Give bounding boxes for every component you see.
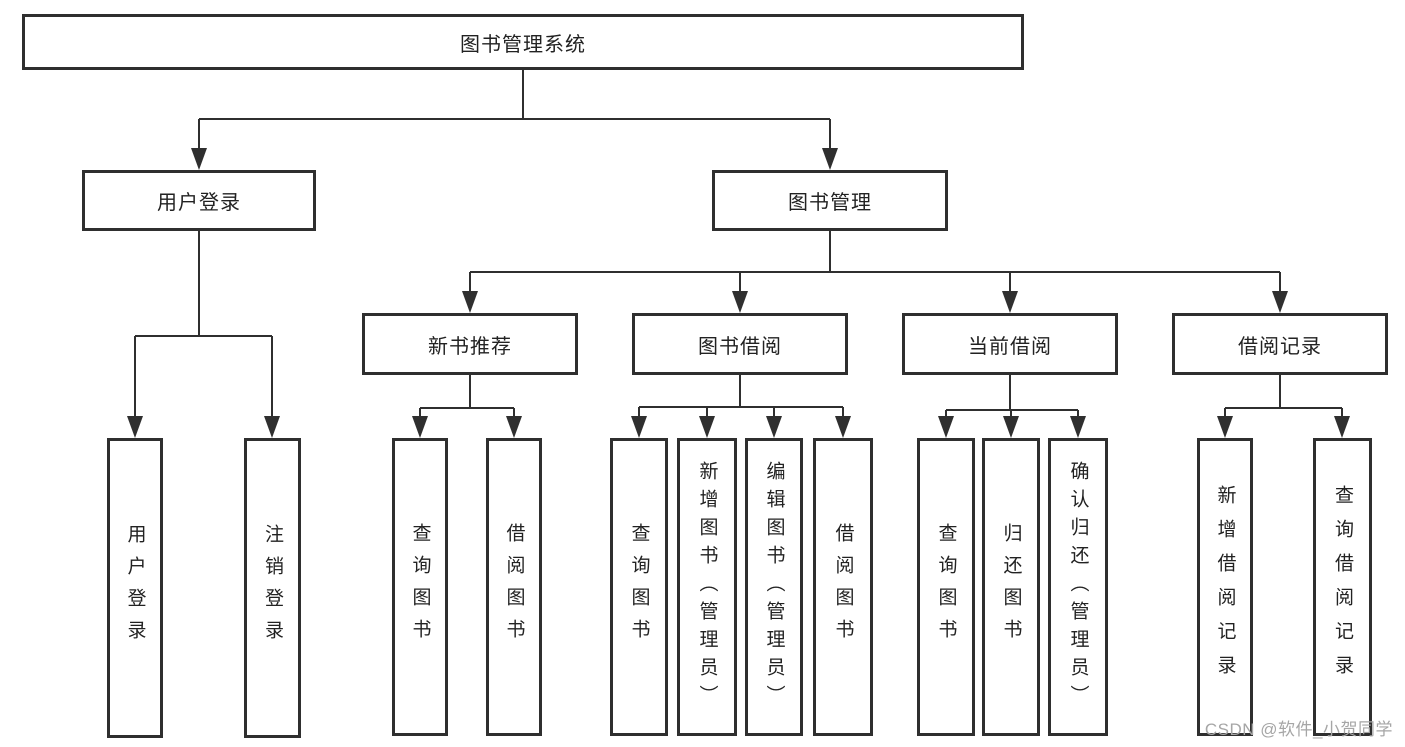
arrowhead xyxy=(1334,416,1350,438)
leaf-newbook-borrow-books: 借阅图书 xyxy=(486,438,542,736)
leaf-user-login-label: 用户登录 xyxy=(124,524,146,652)
arrowhead xyxy=(766,416,782,438)
arrowhead xyxy=(1217,416,1233,438)
leaf-newbook-query-books: 查询图书 xyxy=(392,438,448,736)
node-current-borrowing: 当前借阅 xyxy=(902,313,1118,375)
arrowhead xyxy=(127,416,143,438)
node-book-borrowing: 图书借阅 xyxy=(632,313,848,375)
node-library-system-label: 图书管理系统 xyxy=(460,33,586,56)
leaf-borrow-add-books-admin: 新增图书（管理员） xyxy=(677,438,737,736)
leaf-current-return-books-label: 归还图书 xyxy=(1000,523,1022,651)
connector-book-borrow-to-leaves xyxy=(638,375,844,420)
arrowhead xyxy=(699,416,715,438)
leaf-current-query-books: 查询图书 xyxy=(917,438,975,736)
node-book-management-label: 图书管理 xyxy=(788,192,872,214)
leaf-newbook-query-books-label: 查询图书 xyxy=(409,523,431,651)
leaf-records-query-record: 查询借阅记录 xyxy=(1313,438,1372,736)
node-user-login: 用户登录 xyxy=(82,170,316,231)
node-book-borrowing-label: 图书借阅 xyxy=(698,335,782,358)
node-user-login-label: 用户登录 xyxy=(157,192,241,214)
connector-user-login-to-leaves xyxy=(134,231,273,420)
arrowhead xyxy=(1003,416,1019,438)
leaf-borrow-borrow-books: 借阅图书 xyxy=(813,438,873,736)
leaf-logout: 注销登录 xyxy=(244,438,301,738)
connector-root-to-level2 xyxy=(198,70,831,152)
leaf-borrow-borrow-books-label: 借阅图书 xyxy=(832,523,854,651)
leaf-current-return-books: 归还图书 xyxy=(982,438,1040,736)
node-borrowing-records-label: 借阅记录 xyxy=(1238,335,1322,358)
leaf-user-login: 用户登录 xyxy=(107,438,163,738)
arrowhead xyxy=(1272,291,1288,313)
leaf-borrow-query-books: 查询图书 xyxy=(610,438,668,736)
arrowhead xyxy=(822,148,838,170)
node-book-management: 图书管理 xyxy=(712,170,948,231)
leaf-borrow-edit-books-admin: 编辑图书（管理员） xyxy=(745,438,803,736)
leaf-current-confirm-return-admin-label: 确认归还（管理员） xyxy=(1067,461,1089,713)
arrowhead xyxy=(506,416,522,438)
arrowhead xyxy=(462,291,478,313)
connector-new-book-to-leaves xyxy=(419,375,515,420)
arrowhead xyxy=(732,291,748,313)
leaf-borrow-add-books-admin-label: 新增图书（管理员） xyxy=(696,461,718,713)
arrowhead xyxy=(835,416,851,438)
arrowhead xyxy=(938,416,954,438)
leaf-records-add-record-label: 新增借阅记录 xyxy=(1214,485,1236,689)
csdn-watermark: CSDN @软件_小贺同学 xyxy=(1204,720,1393,739)
leaf-logout-label: 注销登录 xyxy=(262,524,283,652)
node-library-system: 图书管理系统 xyxy=(22,14,1024,70)
arrowhead xyxy=(412,416,428,438)
leaf-records-query-record-label: 查询借阅记录 xyxy=(1332,485,1353,689)
node-new-book-recommendation-label: 新书推荐 xyxy=(428,335,512,358)
connector-book-management-to-level3 xyxy=(469,231,1281,295)
leaf-records-add-record: 新增借阅记录 xyxy=(1197,438,1253,736)
arrowhead xyxy=(1002,291,1018,313)
arrowhead xyxy=(191,148,207,170)
node-current-borrowing-label: 当前借阅 xyxy=(968,335,1052,358)
leaf-newbook-borrow-books-label: 借阅图书 xyxy=(503,523,525,651)
arrowhead xyxy=(1070,416,1086,438)
leaf-current-confirm-return-admin: 确认归还（管理员） xyxy=(1048,438,1108,736)
leaf-borrow-edit-books-admin-label: 编辑图书（管理员） xyxy=(763,461,785,713)
leaf-current-query-books-label: 查询图书 xyxy=(935,523,957,651)
arrowhead xyxy=(264,416,280,438)
node-new-book-recommendation: 新书推荐 xyxy=(362,313,578,375)
connector-borrow-records-to-leaves xyxy=(1224,375,1343,420)
node-borrowing-records: 借阅记录 xyxy=(1172,313,1388,375)
leaf-borrow-query-books-label: 查询图书 xyxy=(628,523,650,651)
arrowhead xyxy=(631,416,647,438)
connector-current-borrow-to-leaves xyxy=(945,375,1079,420)
